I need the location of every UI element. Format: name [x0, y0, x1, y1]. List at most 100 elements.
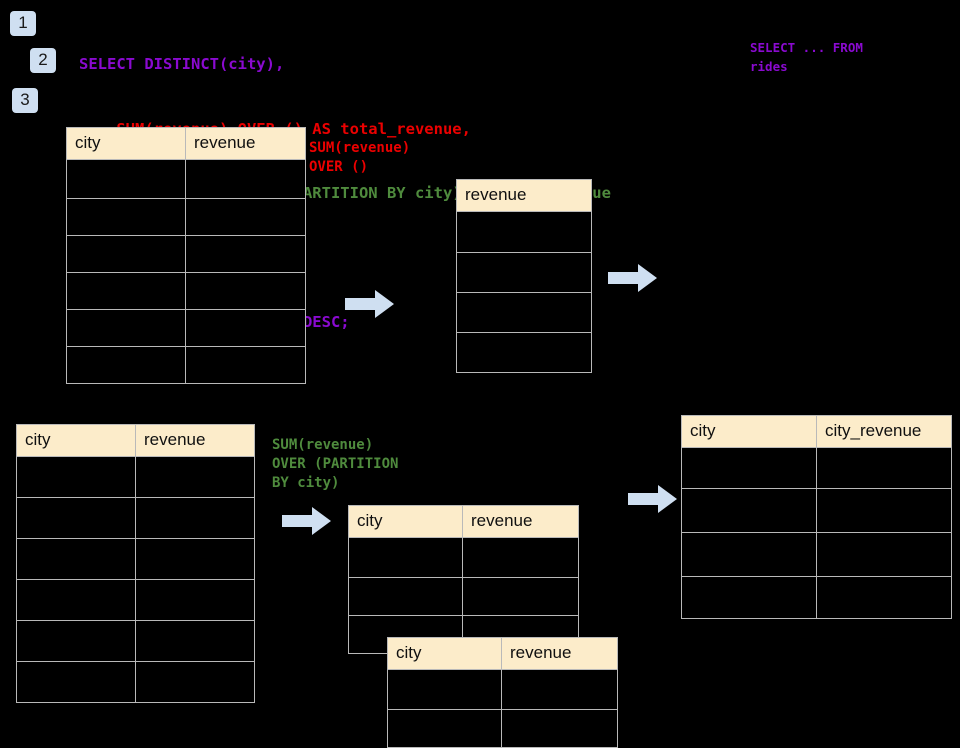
cell-revenue: [456, 292, 592, 333]
table-row: [387, 709, 618, 748]
cell-city-revenue: [816, 447, 952, 489]
step-badge-3: 3: [12, 88, 38, 113]
table-row: [681, 447, 952, 489]
arrow-source-to-partition: [282, 507, 331, 535]
annotation-select-from-rides: SELECT ... FROM rides: [750, 40, 863, 74]
cell-city: [16, 538, 136, 580]
cell-city-revenue: [816, 532, 952, 577]
city-revenue-result-table: city city_revenue: [681, 415, 952, 619]
column-header-city-revenue: city_revenue: [816, 415, 952, 448]
cell-city: [16, 497, 136, 539]
cell-city: [681, 488, 817, 533]
arrow-partition-to-result: [628, 485, 677, 513]
rides-source-table: city revenue: [66, 127, 306, 384]
cell-revenue: [135, 497, 255, 539]
table-header-row: city revenue: [348, 505, 579, 538]
table-header-row: city revenue: [66, 127, 306, 160]
column-header-city: city: [66, 127, 186, 160]
cell-revenue: [185, 159, 306, 199]
cell-revenue: [135, 579, 255, 621]
cell-revenue: [501, 709, 618, 748]
table-row: [16, 620, 255, 662]
rides-source-table-partitioned: city revenue: [16, 424, 255, 703]
column-header-revenue: revenue: [462, 505, 579, 538]
step-badge-1: 1: [10, 11, 36, 36]
cell-revenue: [456, 332, 592, 373]
cell-revenue: [185, 309, 306, 347]
table-row: [456, 332, 592, 373]
table-header-row: city city_revenue: [681, 415, 952, 448]
cell-revenue: [462, 577, 579, 616]
table-row: [387, 669, 618, 710]
cell-revenue: [185, 198, 306, 236]
cell-city-revenue: [816, 488, 952, 533]
partition-group-table-b: city revenue: [387, 637, 618, 748]
table-row: [66, 235, 306, 273]
cell-city: [681, 532, 817, 577]
cell-city: [348, 537, 463, 578]
column-header-city: city: [681, 415, 817, 448]
cell-city: [66, 235, 186, 273]
table-row: [348, 537, 579, 578]
arrow-source-to-total: [345, 290, 394, 318]
column-header-city: city: [348, 505, 463, 538]
diagram-canvas: 1 2 3 SELECT DISTINCT(city), SUM(revenue…: [10, 11, 952, 748]
cell-revenue: [462, 537, 579, 578]
cell-revenue: [185, 346, 306, 384]
cell-revenue: [135, 538, 255, 580]
table-row: [66, 346, 306, 384]
cell-revenue: [456, 252, 592, 293]
cell-revenue: [185, 235, 306, 273]
cell-city: [66, 198, 186, 236]
table-row: [456, 292, 592, 333]
annotation-sum-over-partition: SUM(revenue) OVER (PARTITION BY city): [272, 437, 399, 491]
cell-city: [681, 576, 817, 619]
cell-revenue: [456, 211, 592, 253]
cell-city: [16, 620, 136, 662]
table-row: [16, 579, 255, 621]
cell-city: [348, 577, 463, 616]
cell-city: [66, 346, 186, 384]
column-header-revenue: revenue: [456, 179, 592, 212]
sql-line-select: SELECT DISTINCT(city),: [79, 55, 285, 73]
table-header-row: city revenue: [387, 637, 618, 670]
table-row: [66, 159, 306, 199]
cell-revenue: [135, 456, 255, 498]
table-row: [66, 309, 306, 347]
cell-city: [66, 309, 186, 347]
table-row: [681, 576, 952, 619]
column-header-city: city: [16, 424, 136, 457]
cell-revenue: [135, 620, 255, 662]
table-row: [16, 456, 255, 498]
annotation-sum-over-empty: SUM(revenue) OVER (): [309, 140, 411, 175]
column-header-city: city: [387, 637, 502, 670]
cell-city: [66, 159, 186, 199]
total-revenue-table: revenue: [456, 179, 592, 373]
cell-city: [681, 447, 817, 489]
table-row: [66, 198, 306, 236]
table-header-row: revenue: [456, 179, 592, 212]
step-badge-2: 2: [30, 48, 56, 73]
cell-city: [16, 661, 136, 703]
cell-city: [16, 456, 136, 498]
table-row: [456, 211, 592, 253]
table-row: [16, 497, 255, 539]
column-header-revenue: revenue: [185, 127, 306, 160]
table-row: [681, 488, 952, 533]
table-row: [681, 532, 952, 577]
column-header-revenue: revenue: [501, 637, 618, 670]
arrow-total-to-result: [608, 264, 657, 292]
partition-group-table-a: city revenue: [348, 505, 579, 654]
cell-city-revenue: [816, 576, 952, 619]
cell-revenue: [501, 669, 618, 710]
cell-revenue: [185, 272, 306, 310]
table-row: [456, 252, 592, 293]
table-row: [348, 577, 579, 616]
cell-city: [16, 579, 136, 621]
cell-revenue: [135, 661, 255, 703]
cell-city: [66, 272, 186, 310]
table-row: [66, 272, 306, 310]
cell-city: [387, 709, 502, 748]
table-header-row: city revenue: [16, 424, 255, 457]
column-header-revenue: revenue: [135, 424, 255, 457]
